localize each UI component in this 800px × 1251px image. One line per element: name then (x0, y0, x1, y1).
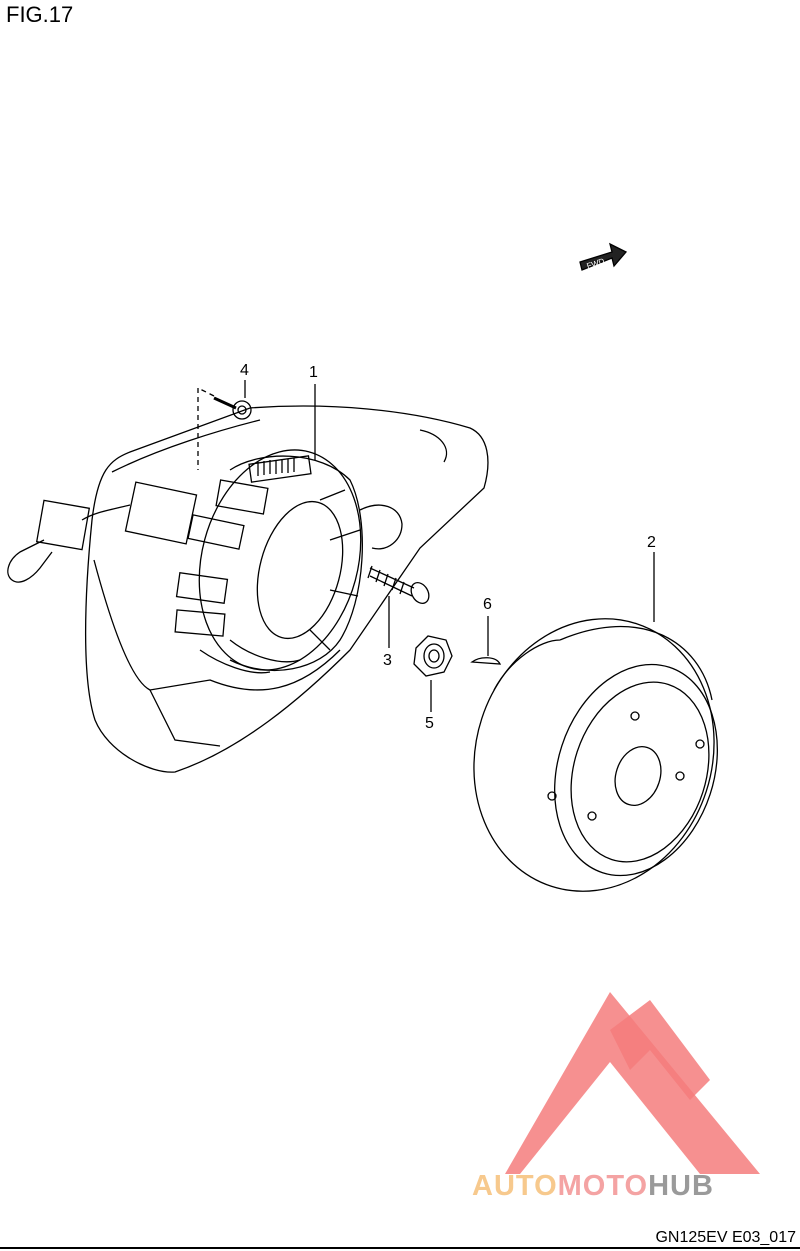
callout-4: 4 (240, 362, 249, 379)
callout-5: 5 (425, 715, 434, 732)
callout-1: 1 (309, 364, 318, 381)
watermark-part-moto: MOTO (557, 1170, 649, 1202)
callout-3: 3 (383, 652, 392, 669)
screw-4 (197, 387, 252, 470)
callout-6: 6 (483, 596, 492, 613)
leader-lines (244, 380, 655, 712)
callout-2: 2 (647, 534, 656, 551)
fwd-arrow-icon: FWD (579, 242, 628, 271)
key-6 (470, 657, 502, 665)
rotor (473, 618, 718, 892)
figure-title: FIG.17 (6, 2, 74, 27)
bolt-3 (367, 565, 430, 604)
watermark-part-hub: HUB (648, 1170, 714, 1202)
reference-code: GN125EV E03_017 (655, 1229, 796, 1246)
generator-cover (84, 405, 489, 773)
watermark-text: AUTOMOTOHUB (472, 1170, 714, 1203)
stator (174, 449, 363, 674)
wiring-harness (7, 481, 198, 583)
watermark-part-auto: AUTO (472, 1170, 558, 1202)
nut-5 (413, 635, 453, 677)
watermark-logo (505, 992, 760, 1174)
